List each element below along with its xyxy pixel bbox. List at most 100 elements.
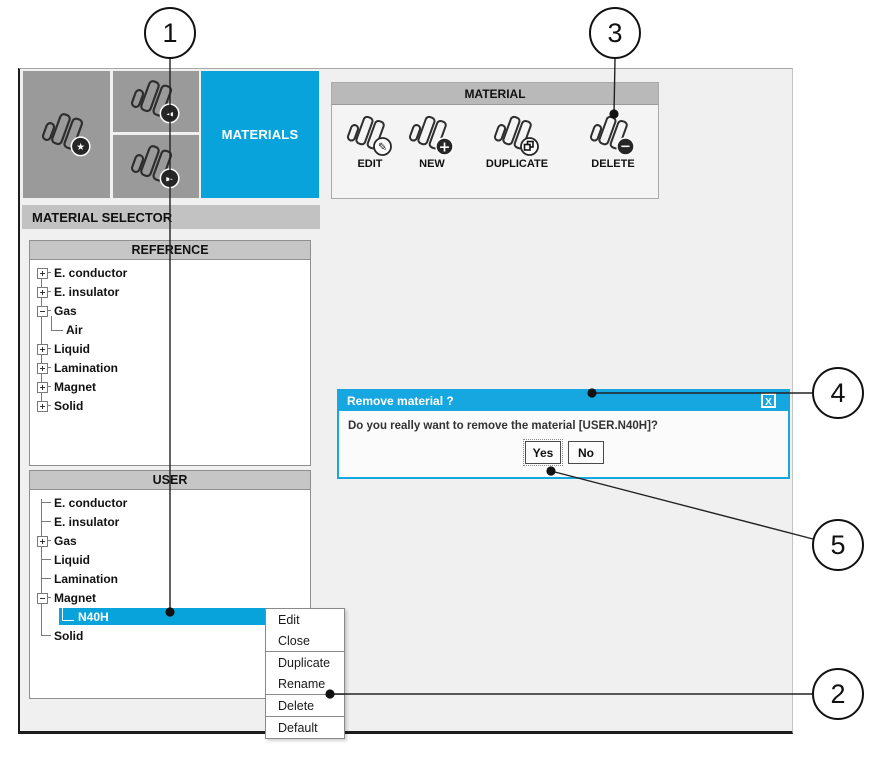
tree-item-gas[interactable]: Gas — [30, 301, 310, 320]
material-panel-title: MATERIAL — [332, 83, 658, 105]
tree-item-label: E. conductor — [54, 495, 128, 510]
expand-plus-icon[interactable] — [37, 268, 48, 279]
menu-item-duplicate[interactable]: Duplicate — [278, 655, 331, 670]
tree-item-label: Solid — [54, 398, 84, 413]
tree-item-solid[interactable]: Solid — [30, 396, 310, 415]
reference-tree-title: REFERENCE — [30, 241, 310, 260]
expand-plus-icon[interactable] — [37, 401, 48, 412]
menu-item-default[interactable]: Default — [278, 720, 318, 735]
material-action-delete-button[interactable]: − DELETE — [584, 115, 642, 170]
material-action-duplicate-button[interactable]: DUPLICATE — [478, 115, 556, 170]
tree-tick-line — [41, 578, 51, 579]
tree-row-gutter — [30, 377, 54, 396]
yes-button[interactable]: Yes — [525, 441, 561, 464]
material-duplicate-icon — [494, 115, 539, 156]
tree-item-lamination[interactable]: Lamination — [30, 358, 310, 377]
expand-plus-icon[interactable] — [37, 363, 48, 374]
menu-item-rename[interactable]: Rename — [278, 676, 326, 691]
tree-item-label: Gas — [54, 533, 77, 548]
remove-material-dialog: Remove material ? X Do you really want t… — [337, 389, 790, 479]
tree-elbow-connector — [62, 607, 74, 621]
menu-item-edit[interactable]: Edit — [278, 612, 300, 627]
tree-row-gutter — [30, 396, 54, 415]
dialog-close-icon[interactable]: X — [761, 393, 776, 408]
expand-plus-icon[interactable] — [37, 287, 48, 298]
tree-item-label: E. conductor — [54, 265, 128, 280]
tree-item-label: Air — [66, 322, 83, 337]
tree-item-label: Lamination — [54, 571, 119, 586]
material-action-label: EDIT — [357, 158, 383, 170]
tree-row-gutter — [30, 339, 54, 358]
tree-row-gutter — [30, 531, 54, 550]
tree-item-lamination[interactable]: Lamination — [30, 569, 310, 588]
menu-item-delete[interactable]: Delete — [278, 698, 315, 713]
tree-item-magnet[interactable]: Magnet — [30, 588, 310, 607]
menu-item-close[interactable]: Close — [278, 633, 310, 648]
collapse-minus-icon[interactable] — [37, 306, 48, 317]
tree-tick-line — [41, 559, 51, 560]
expand-plus-icon[interactable] — [37, 382, 48, 393]
svg-text:◄: ◄ — [166, 109, 173, 119]
user-tree-title: USER — [30, 471, 310, 490]
tree-item-n40h[interactable]: N40H — [30, 607, 310, 626]
material-import-button[interactable]: ◄ — [113, 71, 199, 132]
tree-item-solid[interactable]: Solid — [30, 626, 310, 645]
material-arrow-right-icon: ► — [131, 144, 180, 188]
material-action-label: DELETE — [591, 158, 635, 170]
tree-item-label: Gas — [54, 303, 77, 318]
materials-application-panel: ★ ◄ ► MATERIALS MATERIAL ✎ EDIT +NEW DUPLIC… — [18, 68, 793, 739]
tree-item-e-insulator[interactable]: E. insulator — [30, 512, 310, 531]
callout-circle-3: 3 — [589, 7, 641, 59]
tree-item-gas[interactable]: Gas — [30, 531, 310, 550]
tree-row-gutter — [30, 358, 54, 377]
tree-item-e-insulator[interactable]: E. insulator — [30, 282, 310, 301]
material-star-button[interactable]: ★ — [23, 71, 110, 198]
context-menu-group: Default — [265, 716, 345, 739]
tree-item-label: N40H — [78, 609, 109, 624]
tree-row-gutter — [30, 493, 54, 512]
svg-text:✎: ✎ — [378, 140, 387, 153]
material-selector-header: MATERIAL SELECTOR — [22, 205, 320, 229]
material-new-icon: + — [409, 115, 454, 156]
tree-tick-line — [41, 502, 51, 503]
material-edit-icon: ✎ — [347, 115, 392, 156]
tree-item-e-conductor[interactable]: E. conductor — [30, 493, 310, 512]
dialog-title: Remove material ? — [347, 394, 454, 408]
tree-item-label: Magnet — [54, 590, 96, 605]
tree-item-air[interactable]: Air — [30, 316, 310, 339]
tree-item-liquid[interactable]: Liquid — [30, 550, 310, 569]
material-delete-icon: − — [590, 115, 635, 156]
svg-text:★: ★ — [76, 142, 85, 153]
tree-row-gutter — [30, 512, 54, 531]
tree-item-label: Liquid — [54, 341, 90, 356]
svg-text:+: + — [439, 139, 451, 155]
context-menu-group: Delete — [265, 694, 345, 717]
material-actions-panel: MATERIAL ✎ EDIT +NEW DUPLICATE− DELETE — [331, 82, 659, 199]
tree-item-magnet[interactable]: Magnet — [30, 377, 310, 396]
selected-tree-item[interactable]: N40H — [59, 607, 309, 625]
tab-materials[interactable]: MATERIALS — [201, 71, 319, 198]
material-action-new-button[interactable]: +NEW — [406, 115, 458, 170]
dialog-titlebar[interactable]: Remove material ? X — [339, 391, 788, 411]
dialog-message: Do you really want to remove the materia… — [348, 420, 658, 432]
tree-item-label: Lamination — [54, 360, 119, 375]
tree-item-liquid[interactable]: Liquid — [30, 339, 310, 358]
tree-item-label: E. insulator — [54, 284, 120, 299]
no-button[interactable]: No — [568, 441, 604, 464]
tree-item-e-conductor[interactable]: E. conductor — [30, 263, 310, 282]
material-action-edit-button[interactable]: ✎ EDIT — [344, 115, 396, 170]
dialog-buttons: Yes No — [339, 439, 788, 466]
tree-item-label: Solid — [54, 628, 84, 643]
material-actions-row: ✎ EDIT +NEW DUPLICATE− DELETE — [332, 105, 658, 197]
collapse-minus-icon[interactable] — [37, 593, 48, 604]
material-export-button[interactable]: ► — [113, 135, 199, 198]
expand-plus-icon[interactable] — [37, 536, 48, 547]
tree-row-gutter — [30, 569, 54, 588]
expand-plus-icon[interactable] — [37, 344, 48, 355]
svg-text:►: ► — [166, 174, 173, 184]
tree-row-gutter — [30, 301, 54, 320]
